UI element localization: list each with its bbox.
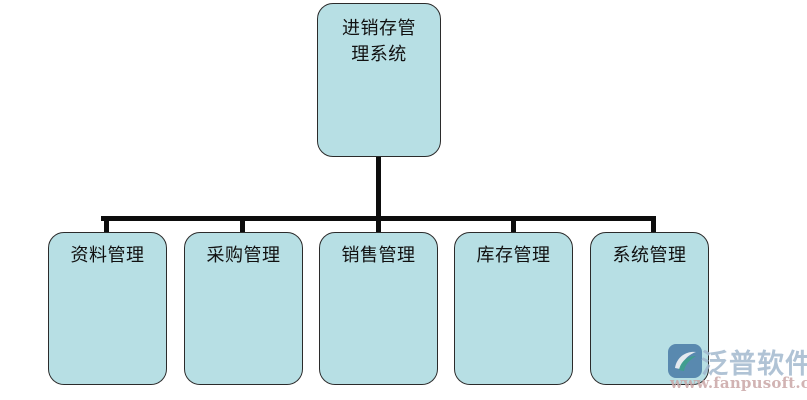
node-module-sales-management-label: 销售管理 bbox=[341, 245, 416, 266]
connector-drop-child-1 bbox=[240, 216, 245, 234]
node-module-sales-management[interactable]: 销售管理 bbox=[319, 232, 438, 385]
watermark-brand-text: 泛普软件 bbox=[701, 349, 807, 380]
node-root-system[interactable]: 进销存管 理系统 bbox=[317, 3, 441, 157]
node-module-data-management[interactable]: 资料管理 bbox=[48, 232, 167, 385]
connector-drop-child-4 bbox=[651, 216, 656, 234]
node-module-purchase-management-label: 采购管理 bbox=[206, 245, 281, 266]
node-module-data-management-label: 资料管理 bbox=[70, 245, 145, 266]
node-module-inventory-management[interactable]: 库存管理 bbox=[454, 232, 573, 385]
connector-root-stem bbox=[376, 156, 381, 220]
node-module-system-management[interactable]: 系统管理 bbox=[590, 232, 709, 385]
node-module-system-management-label: 系统管理 bbox=[612, 245, 687, 266]
connector-drop-child-0 bbox=[104, 216, 109, 234]
connector-drop-child-2 bbox=[376, 216, 381, 234]
node-module-inventory-management-label: 库存管理 bbox=[476, 245, 551, 266]
node-root-label: 进销存管 理系统 bbox=[342, 18, 416, 66]
connector-drop-child-3 bbox=[511, 216, 516, 234]
node-module-purchase-management[interactable]: 采购管理 bbox=[184, 232, 303, 385]
